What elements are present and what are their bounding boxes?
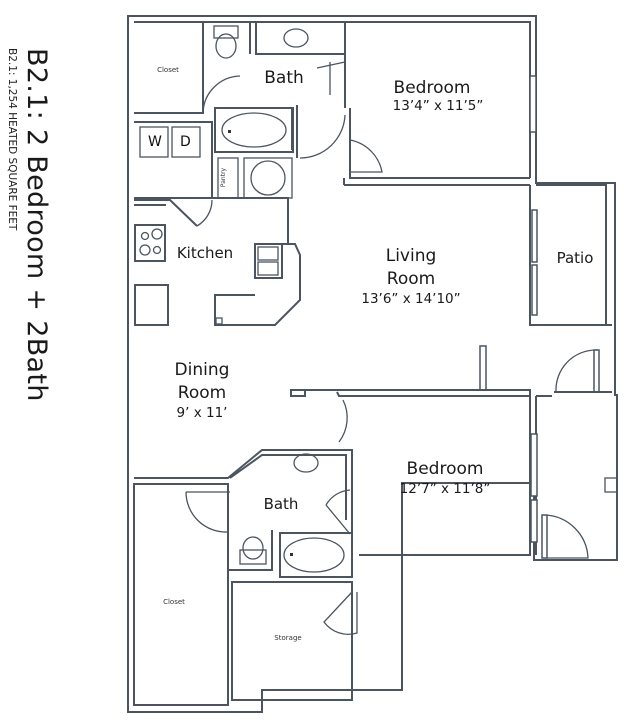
- room-kitchen: Kitchen: [176, 244, 234, 262]
- room-living-dims: 13’6” x 14’10”: [361, 291, 461, 307]
- room-closet-2: Closet: [163, 598, 185, 606]
- room-bedroom-1: Bedroom: [393, 78, 471, 98]
- dryer-label: D: [180, 134, 191, 150]
- room-dining-2: Room: [177, 383, 227, 403]
- room-storage: Storage: [274, 634, 302, 642]
- room-closet-1: Closet: [157, 66, 179, 74]
- room-living-2: Room: [386, 269, 436, 289]
- washer-label: W: [148, 134, 162, 150]
- room-bath-2: Bath: [263, 495, 299, 513]
- room-pantry: Pantry: [220, 167, 228, 188]
- room-patio: Patio: [556, 249, 594, 267]
- room-bedroom-2-dims: 12’7” x 11’8”: [399, 481, 491, 497]
- room-dining-dims: 9’ x 11’: [176, 405, 228, 421]
- room-living: Living: [385, 246, 437, 266]
- room-bedroom-1-dims: 13’4” x 11’5”: [392, 98, 484, 114]
- room-dining: Dining: [174, 360, 230, 380]
- room-bath-1: Bath: [264, 68, 304, 88]
- room-bedroom-2: Bedroom: [406, 459, 484, 479]
